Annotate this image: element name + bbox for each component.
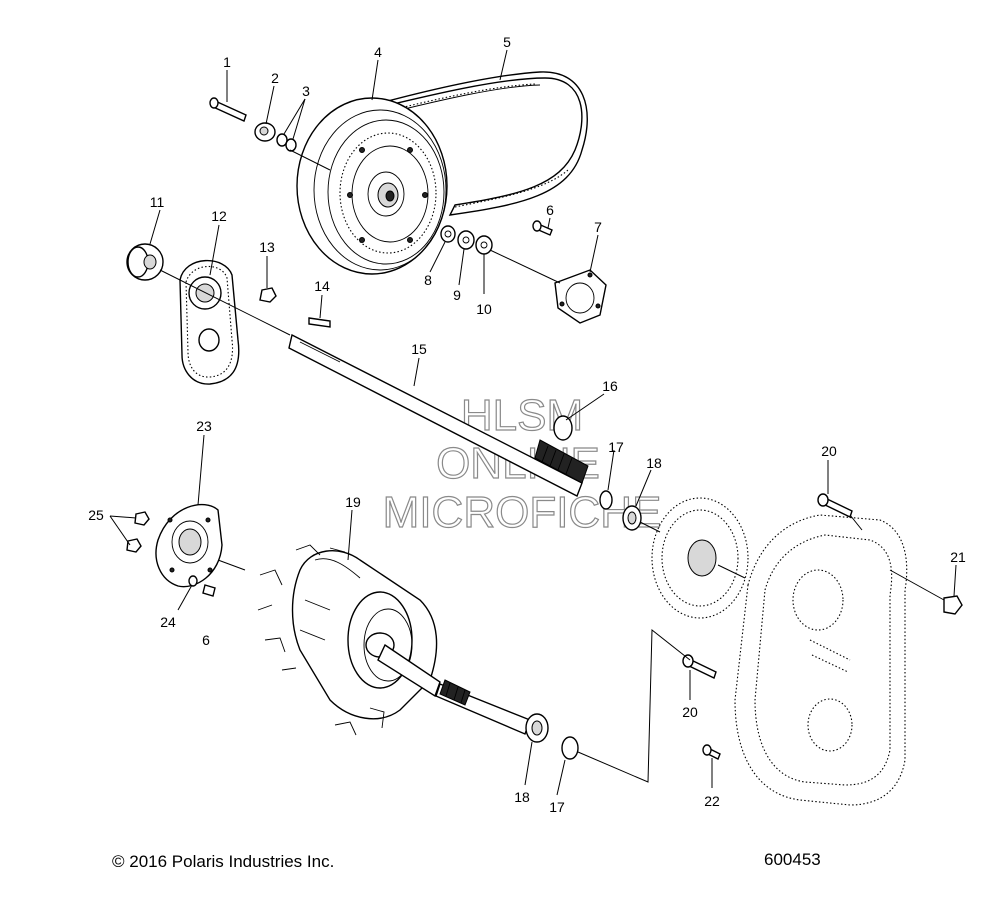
callout-7: 7 <box>594 219 602 235</box>
bearing-18-upper[interactable] <box>622 505 642 531</box>
watermark: HLSM ONLINE MICROFICHE <box>382 390 662 537</box>
callout-11: 11 <box>150 194 165 210</box>
bolt-1[interactable] <box>209 97 247 122</box>
callout-8: 8 <box>424 272 432 288</box>
bearing-11[interactable] <box>126 243 164 281</box>
bearing-18-lower[interactable] <box>525 713 549 743</box>
watermark-line-3: MICROFICHE <box>383 488 662 537</box>
drawing-number: 600453 <box>764 850 821 869</box>
leader-lines <box>109 49 957 796</box>
callout-21: 21 <box>950 549 966 565</box>
nut-13[interactable] <box>259 287 277 303</box>
drive-sprocket[interactable] <box>651 497 749 619</box>
chaincase[interactable] <box>734 514 908 806</box>
bolt-20-upper[interactable] <box>817 493 853 518</box>
callout-1: 1 <box>223 54 231 70</box>
nut-21[interactable] <box>943 595 963 615</box>
callout-17-lower: 17 <box>549 799 565 815</box>
callout-12: 12 <box>211 208 227 224</box>
bolt-20-lower[interactable] <box>682 654 717 679</box>
bolt-6-upper[interactable] <box>532 220 553 236</box>
spacer-2[interactable] <box>254 122 276 142</box>
bearing-flange-23[interactable] <box>155 503 223 588</box>
callout-14: 14 <box>314 278 330 294</box>
callout-17-upper: 17 <box>608 439 624 455</box>
callout-10: 10 <box>476 301 492 317</box>
callout-3: 3 <box>302 83 310 99</box>
callout-9: 9 <box>453 287 461 303</box>
bolt-6-lower[interactable] <box>202 584 216 597</box>
snap-ring-17-lower[interactable] <box>561 736 579 760</box>
callout-13: 13 <box>259 239 275 255</box>
o-ring-16[interactable] <box>553 415 573 441</box>
bolt-22[interactable] <box>702 744 721 760</box>
track-drive-shaft-19[interactable] <box>257 544 531 736</box>
washer-24[interactable] <box>188 575 198 587</box>
callout-24: 24 <box>160 614 176 630</box>
callout-15: 15 <box>411 341 427 357</box>
callout-19: 19 <box>345 494 361 510</box>
callout-20-lower: 20 <box>682 704 698 720</box>
callout-22: 22 <box>704 793 720 809</box>
callout-6-lower: 6 <box>202 632 210 648</box>
callout-6-upper: 6 <box>546 202 554 218</box>
callout-23: 23 <box>196 418 212 434</box>
callout-18-lower: 18 <box>514 789 530 805</box>
callout-18-upper: 18 <box>646 455 662 471</box>
callout-2: 2 <box>271 70 279 86</box>
bearing-retainer-7[interactable] <box>554 269 607 324</box>
callout-5: 5 <box>503 34 511 50</box>
washer-10[interactable] <box>475 235 493 255</box>
bearing-plate-12[interactable] <box>179 259 240 385</box>
driven-clutch[interactable] <box>296 97 448 275</box>
key-14[interactable] <box>308 317 331 328</box>
callout-25: 25 <box>88 507 104 523</box>
washers-3[interactable] <box>276 133 297 152</box>
callout-4: 4 <box>374 44 382 60</box>
snap-ring-17-upper[interactable] <box>599 490 613 510</box>
callout-16: 16 <box>602 378 618 394</box>
callout-labels: 1 2 3 4 5 6 7 8 9 10 11 12 13 14 15 16 1… <box>88 34 966 815</box>
washer-8[interactable] <box>440 225 456 243</box>
washer-9[interactable] <box>457 230 475 250</box>
callout-20-upper: 20 <box>821 443 837 459</box>
jackshaft-15[interactable] <box>288 333 589 497</box>
copyright-notice: © 2016 Polaris Industries Inc. <box>112 852 335 871</box>
nuts-25[interactable] <box>126 511 150 553</box>
